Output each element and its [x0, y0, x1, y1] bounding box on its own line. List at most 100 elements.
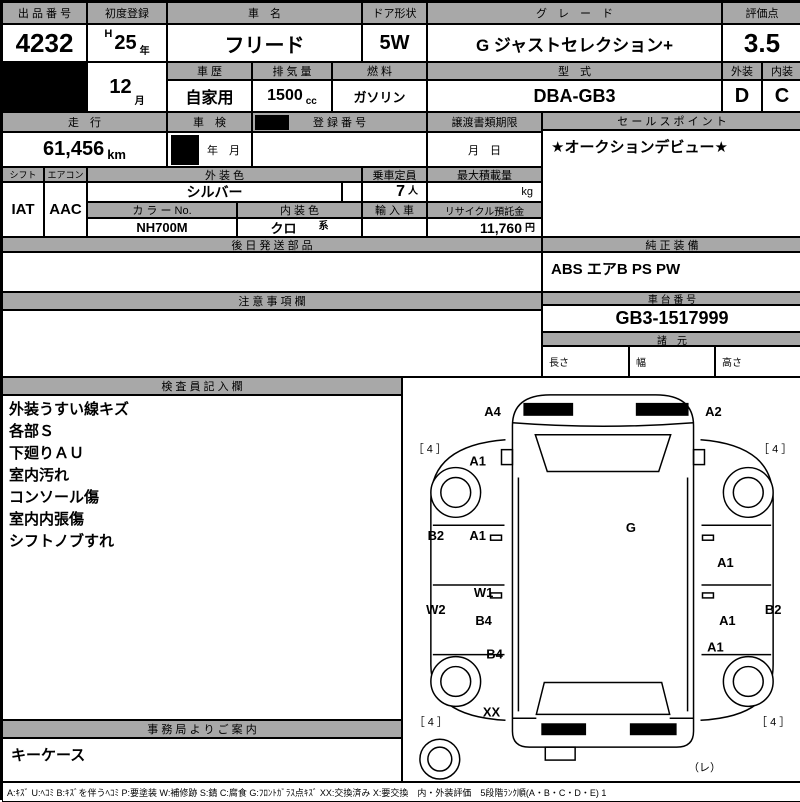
interior-grade-label: 内装: [762, 62, 800, 80]
front-left-wheel-hub: [440, 476, 472, 509]
history-value: 自家用: [167, 80, 252, 112]
shift-value: IAT: [2, 182, 44, 237]
capacity-unit: 人: [408, 186, 418, 197]
genuine-equipment-label: 純 正 装 備: [542, 237, 800, 252]
mileage-label: 走 行: [2, 112, 167, 132]
damage-marker: B4: [475, 613, 492, 628]
score-label: 評価点: [722, 2, 800, 24]
reg-no-stamp-box: [255, 115, 289, 130]
int-color-value: クロ 系: [237, 218, 362, 237]
front-right-lamp: [635, 402, 689, 416]
history-label: 車 歴: [167, 62, 252, 80]
first-reg-month-value: 12: [109, 75, 132, 98]
mileage-number: 61,456: [43, 138, 105, 160]
rear-right-wheel-hub: [732, 665, 764, 698]
aircon-label: エアコン: [44, 167, 87, 182]
ext-color-value: シルバー: [87, 182, 342, 202]
spare-tire-hub: [427, 746, 453, 772]
displacement-label: 排 気 量: [252, 62, 332, 80]
capacity-value: 7 人: [362, 182, 427, 202]
exterior-grade-value: D: [722, 80, 762, 112]
era-mark: H: [104, 28, 113, 40]
inspector-note-line: 各部Ｓ: [9, 423, 55, 440]
door-handle: [489, 592, 503, 599]
damage-marker: A1: [469, 454, 486, 469]
score-value: 3.5: [722, 24, 800, 62]
transfer-deadline-value: 月 日: [427, 132, 542, 167]
recycle-unit: 円: [525, 223, 535, 234]
grade-value: G ジャストセレクション+: [427, 24, 722, 62]
reg-no-value: [252, 132, 427, 167]
caution-value: [2, 310, 542, 377]
inspector-label: 検 査 員 記 入 欄: [2, 377, 402, 395]
reg-no-label: 登 録 番 号: [252, 112, 427, 132]
spec-height: 高さ: [715, 346, 800, 377]
interior-grade-value: C: [762, 80, 800, 112]
damage-marker: ［ 4 ］: [756, 715, 790, 728]
shift-label: シフト: [2, 167, 44, 182]
displacement-value: 1500 cc: [252, 80, 332, 112]
damage-marker: ［ 4 ］: [414, 715, 448, 728]
capacity-number: 7: [396, 183, 405, 200]
rear-left-lamp: [541, 723, 587, 736]
inspector-note-line: 外装うすい線キズ: [9, 401, 130, 418]
front-left-lamp: [523, 402, 574, 416]
sales-point-label: セ ー ル ス ポ イ ン ト: [542, 112, 800, 130]
left-door-lines: [432, 524, 505, 656]
windshield: [534, 433, 672, 473]
damage-marker: A2: [705, 404, 722, 419]
car-name-label: 車 名: [167, 2, 362, 24]
left-side-outline: [430, 438, 506, 722]
chassis-no-label: 車 台 番 号: [542, 292, 800, 305]
damage-marker: B2: [428, 528, 445, 543]
recycle-deposit-value: 11,760 円: [427, 218, 542, 237]
damage-marker: A1: [719, 613, 736, 628]
rear-center-piece: [544, 746, 576, 761]
damage-marker: XX: [483, 704, 501, 719]
door-shape-label: ドア形状: [362, 2, 427, 24]
import-car-label: 輸 入 車: [362, 202, 427, 218]
damage-marker: B4: [486, 647, 503, 662]
damage-marker: W1: [474, 585, 493, 600]
model-code-value: DBA-GB3: [427, 80, 722, 112]
spec-length: 長さ: [542, 346, 629, 377]
damage-marker: A1: [717, 555, 734, 570]
grade-label: グ レ ー ド: [427, 2, 722, 24]
exhibit-no-label: 出 品 番 号: [2, 2, 87, 24]
max-load-value: kg: [427, 182, 542, 202]
left-mirror: [500, 448, 514, 466]
genuine-equipment-value: ABS エアB PS PW: [542, 252, 800, 292]
fuel-label: 燃 料: [332, 62, 427, 80]
first-reg-year: H 25 年: [87, 24, 167, 62]
inspector-note-line: シフトノブすれ: [9, 533, 115, 550]
transfer-deadline-label: 譲渡書類期限: [427, 112, 542, 132]
year-unit: 年: [139, 46, 150, 57]
stamp-box: [2, 62, 87, 112]
color-no-value: NH700M: [87, 218, 237, 237]
capacity-label: 乗車定員: [362, 167, 427, 182]
recycle-number: 11,760: [479, 219, 522, 236]
door-handle: [701, 592, 715, 599]
ext-color-label: 外 装 色: [87, 167, 362, 182]
displacement-number: 1500: [267, 87, 303, 104]
right-door-lines: [701, 524, 772, 656]
recycle-deposit-label: リサイクル預託金: [427, 202, 542, 218]
damage-marker: G: [626, 520, 636, 535]
right-mirror: [692, 448, 706, 466]
right-side-outline: [700, 438, 774, 722]
first-reg-label: 初度登録: [87, 2, 167, 24]
damage-marker: A1: [707, 640, 724, 655]
rear-left-wheel-hub: [440, 665, 472, 698]
inspection-value: 年 月: [167, 132, 252, 167]
inspector-note-line: 下廻りＡＵ: [9, 445, 85, 462]
office-info-value: キーケース: [2, 738, 402, 782]
chassis-no-value: GB3-1517999: [542, 305, 800, 332]
damage-marker: A1: [469, 528, 486, 543]
displacement-unit: cc: [305, 96, 317, 107]
specs-label: 諸 元: [542, 332, 800, 346]
exterior-grade-label: 外装: [722, 62, 762, 80]
